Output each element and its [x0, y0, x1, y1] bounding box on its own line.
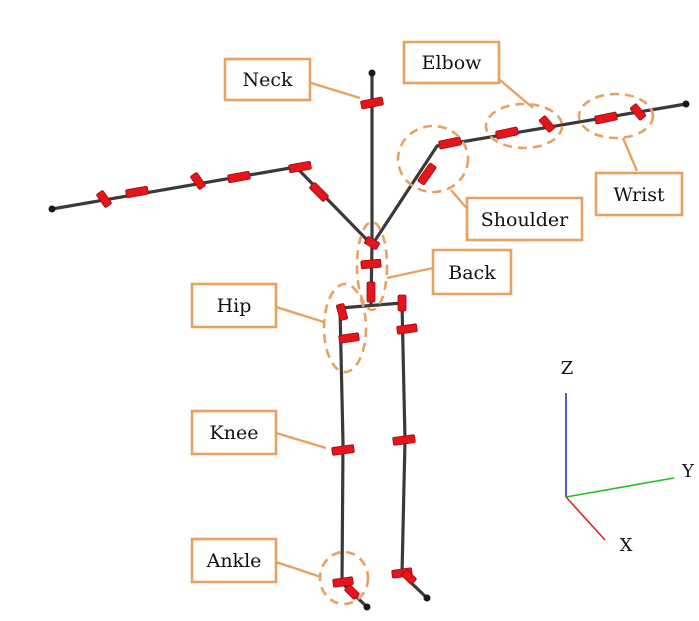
- joint-right-hip: [397, 294, 407, 312]
- leader-lines: [275, 79, 639, 579]
- y-axis: [565, 477, 675, 498]
- neck-leader: [310, 81, 361, 100]
- x-axis-label: X: [620, 535, 633, 556]
- joint-left-wrist: [125, 185, 149, 199]
- back-leader: [386, 266, 434, 280]
- joint-left-upperarm: [288, 160, 312, 174]
- left-thigh: [338, 306, 345, 445]
- joint-right-ankle-foot: [401, 569, 417, 585]
- knee-label: Knee: [210, 422, 259, 444]
- joint-back-middle: [360, 258, 382, 270]
- joint-left-shoulder: [309, 182, 329, 202]
- joint-left-hand: [96, 190, 112, 208]
- wrist-callout: Wrist: [594, 171, 684, 217]
- joint-right-thigh: [396, 323, 418, 335]
- right-foot-endpoint: [423, 594, 431, 602]
- joint-right-shoulder-upper: [438, 136, 462, 150]
- joint-markers: [96, 96, 646, 600]
- elbow-callout: Elbow: [402, 40, 501, 85]
- left-foot-endpoint: [363, 603, 371, 611]
- left-hand-endpoint: [48, 205, 56, 213]
- elbow-leader: [499, 79, 534, 109]
- shoulder-callout: Shoulder: [465, 196, 584, 242]
- right-thigh: [400, 301, 407, 442]
- elbow-label: Elbow: [422, 52, 483, 74]
- joint-left-ankle-foot: [344, 584, 360, 600]
- right-hand-endpoint: [682, 100, 690, 108]
- joint-left-forearm: [190, 172, 206, 190]
- z-axis-label: Z: [561, 358, 574, 379]
- ankle-ellipse: [318, 550, 370, 606]
- y-axis-label: Y: [681, 461, 695, 482]
- joint-left-knee: [331, 444, 355, 456]
- joint-left-hip: [336, 303, 348, 321]
- wrist-label: Wrist: [613, 184, 665, 206]
- joint-neck: [360, 96, 384, 110]
- hip-label: Hip: [217, 295, 252, 317]
- right-shin: [400, 438, 407, 576]
- shoulder-ellipse: [396, 124, 470, 194]
- head-endpoint: [368, 69, 376, 77]
- back-ellipse: [355, 220, 389, 312]
- ankle-leader: [275, 560, 322, 579]
- hip-leader: [275, 305, 325, 324]
- skeleton-lines: [50, 71, 688, 609]
- joint-right-shoulder-lower: [417, 162, 437, 186]
- hip-ellipse: [322, 282, 368, 374]
- x-axis: [565, 496, 606, 541]
- neck-callout: Neck: [223, 57, 312, 102]
- neck-label: Neck: [242, 69, 293, 91]
- endpoints: [48, 69, 690, 611]
- joint-right-wrist: [630, 103, 646, 121]
- joint-right-forearm: [594, 111, 618, 125]
- hip-callout: Hip: [190, 282, 278, 329]
- coordinate-axes: Z Y X: [561, 358, 695, 556]
- left-forearm: [50, 165, 298, 211]
- back-callout: Back: [431, 248, 513, 296]
- right-forearm: [435, 102, 688, 148]
- joint-back-lower: [366, 281, 376, 303]
- joint-left-ankle: [332, 576, 354, 588]
- pelvis: [338, 301, 404, 310]
- ankle-callout: Ankle: [190, 537, 278, 584]
- wrist-leader: [621, 137, 639, 172]
- back-label: Back: [448, 262, 496, 284]
- highlight-ellipses: [318, 92, 655, 606]
- left-shin: [340, 441, 345, 585]
- joint-left-thigh: [338, 332, 360, 344]
- right-upper-arm: [370, 144, 439, 247]
- knee-callout: Knee: [190, 409, 278, 456]
- knee-leader: [275, 431, 327, 450]
- ankle-label: Ankle: [206, 550, 262, 572]
- joint-right-upperarm: [495, 126, 519, 140]
- joint-right-elbow: [539, 115, 555, 133]
- callouts: Neck Elbow Wrist Shoulder Back Hip Knee: [190, 40, 684, 584]
- elbow-ellipse: [484, 102, 564, 150]
- shoulder-label: Shoulder: [481, 209, 569, 231]
- wrist-ellipse: [577, 92, 655, 140]
- joint-right-knee: [392, 434, 416, 446]
- joint-back-top: [364, 236, 380, 250]
- left-upper-arm: [294, 165, 374, 247]
- joint-left-elbow: [227, 170, 251, 184]
